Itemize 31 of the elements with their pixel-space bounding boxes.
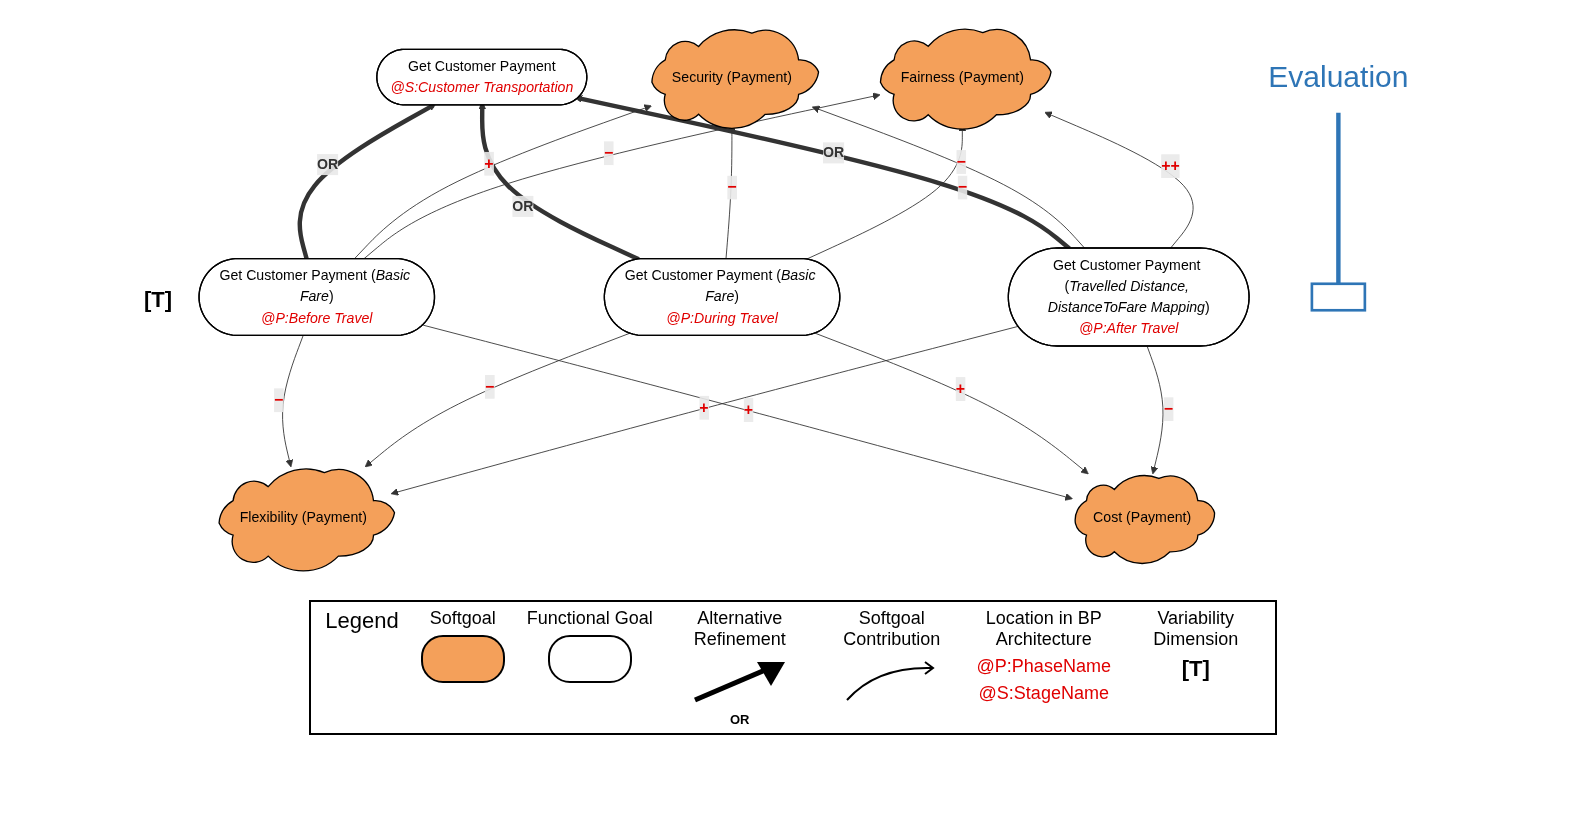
location-example: @S:StageName xyxy=(978,683,1109,704)
edge-label: − xyxy=(1163,399,1174,418)
edge-label: OR xyxy=(823,144,845,160)
edge-label: OR xyxy=(317,156,339,172)
legend-text: Functional Goal xyxy=(526,608,653,629)
edge-label: − xyxy=(603,143,614,162)
edge-label: − xyxy=(274,391,284,409)
legend-text: Variability Dimension xyxy=(1152,608,1240,650)
edge-label: − xyxy=(485,377,495,396)
legend-text: Location in BP Architecture xyxy=(984,608,1103,650)
connector xyxy=(1336,112,1341,284)
legend-text: Alternative Refinement xyxy=(692,608,787,650)
edge-label: + xyxy=(955,379,966,398)
edge-label: + xyxy=(699,398,709,417)
arrow xyxy=(297,103,437,260)
legend-title: Legend xyxy=(325,608,399,634)
location-example: @P:PhaseName xyxy=(976,656,1111,677)
edge-label: + xyxy=(484,154,494,173)
dimension-tag: [T] xyxy=(1181,656,1210,682)
node-text: Evaluation xyxy=(1268,59,1409,94)
edge-label: − xyxy=(956,152,966,171)
edge-label: − xyxy=(727,178,737,196)
node-box xyxy=(1310,282,1367,312)
arrow-label: OR xyxy=(730,712,750,727)
legend-text: Softgoal xyxy=(429,608,496,629)
edge-label: ++ xyxy=(1161,156,1180,175)
legend-text: Softgoal Contribution xyxy=(842,608,942,650)
edge-label: − xyxy=(957,178,968,196)
edge-label: + xyxy=(743,400,754,419)
edge-label: OR xyxy=(512,198,534,214)
dimension-tag: [T] xyxy=(143,287,173,312)
